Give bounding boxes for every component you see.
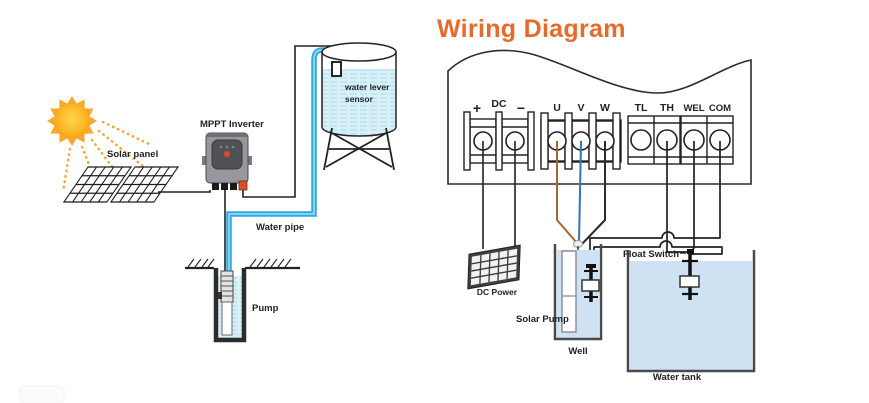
terminal-block-signal	[627, 115, 734, 165]
sun-rays-icon	[61, 120, 153, 196]
well-left-icon	[213, 268, 247, 343]
terminal-block-dc	[463, 111, 535, 171]
terminal-label-u: U	[553, 102, 561, 114]
water-tank-left-icon	[321, 42, 397, 171]
terminal-label-wel: WEL	[683, 103, 704, 114]
wire-th	[666, 141, 687, 253]
water-level-sensor-icon	[331, 61, 342, 77]
page-title: Wiring Diagram	[437, 15, 626, 43]
well-right-icon	[553, 244, 603, 341]
terminal-label-dc: DC	[491, 98, 507, 110]
wire-com-to-probe	[589, 141, 721, 266]
solar-panel-icon	[62, 166, 180, 203]
tank-stand-icon	[323, 127, 395, 171]
page-corner-artifact	[19, 385, 65, 403]
water-tank-right-icon	[626, 249, 756, 373]
solar-pump-icon	[561, 250, 577, 333]
mppt-inverter-label: MPPT Inverter	[200, 119, 264, 130]
dc-power-icon	[467, 244, 521, 290]
wire-v-blue	[578, 140, 582, 244]
sun-icon	[47, 96, 97, 146]
water-tank-label: Water tank	[653, 372, 702, 383]
terminal-label-com: COM	[709, 103, 731, 114]
ground-line	[185, 258, 300, 270]
pump-label: Pump	[252, 303, 279, 314]
terminal-label-plus: +	[473, 100, 481, 116]
pump-icon	[218, 270, 234, 336]
solar-pump-label: Solar Pump	[516, 314, 569, 325]
terminal-label-th: TH	[660, 102, 674, 114]
water-pipe-label: Water pipe	[256, 222, 304, 233]
mppt-inverter-icon	[202, 132, 252, 191]
terminal-label-minus: −	[517, 100, 525, 116]
wire-w-black	[581, 141, 606, 245]
float-switch-icon	[679, 249, 700, 300]
dc-power-label: DC Power	[477, 287, 518, 297]
well-probe-icon	[581, 264, 600, 302]
sensor-label-line1: water lever	[344, 82, 390, 92]
solar-panel-label: Solar panel	[107, 149, 158, 160]
wire-probe-to-float	[593, 240, 723, 266]
float-switch-label: Float Switch	[623, 249, 679, 260]
wire-u-brown	[556, 141, 578, 244]
terminal-label-v: V	[577, 102, 584, 114]
terminal-label-tl: TL	[635, 102, 648, 114]
wire-panel-to-inverter	[158, 190, 211, 193]
sensor-label-line2: sensor	[345, 94, 374, 104]
well-label: Well	[568, 346, 587, 357]
terminal-label-w: W	[600, 102, 610, 114]
